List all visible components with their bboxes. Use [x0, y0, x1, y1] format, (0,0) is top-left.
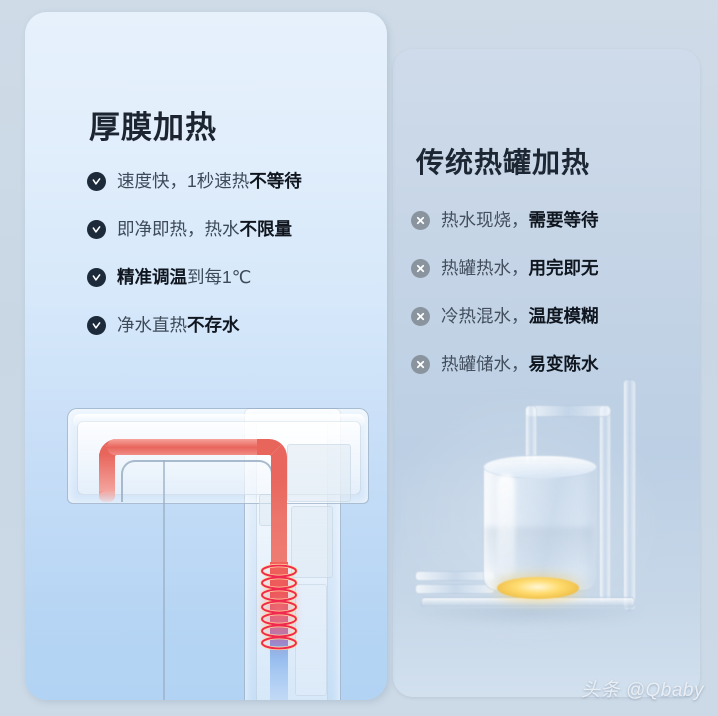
list-item-text: 热罐热水，用完即无 — [441, 257, 599, 278]
device-module-block — [287, 444, 351, 502]
cross-circle-icon — [411, 355, 430, 374]
hot-pipe-vertical — [271, 476, 287, 581]
text-normal: 热水现烧， — [441, 209, 529, 230]
list-item-text: 冷热混水，温度模糊 — [441, 305, 599, 326]
check-circle-icon — [87, 172, 106, 191]
text-bold-lead: 精准调温 — [117, 266, 187, 287]
text-normal: 冷热混水， — [441, 305, 529, 326]
right-feature-list: 热水现烧，需要等待 热罐热水，用完即无 冷热混水，温度模糊 热罐储水，易变陈水 — [411, 209, 599, 401]
tank-highlight — [497, 474, 515, 578]
panel-thick-film-heating: 厚膜加热 速度快，1秒速热不等待 即净即热，热水不限量 精准调温到每1℃ — [25, 12, 387, 700]
cross-circle-icon — [411, 259, 430, 278]
text-bold: 易变陈水 — [528, 353, 599, 374]
check-circle-icon — [87, 220, 106, 239]
list-item: 热水现烧，需要等待 — [411, 209, 599, 232]
hot-pipe-cool-section — [270, 646, 288, 700]
text-normal: 即净即热，热水 — [117, 218, 240, 239]
cross-circle-icon — [411, 307, 430, 326]
text-bold: 不限量 — [239, 218, 293, 239]
left-panel-title: 厚膜加热 — [89, 110, 217, 145]
text-bold: 不存水 — [187, 314, 240, 335]
text-normal: 热罐热水， — [441, 257, 529, 278]
tank-heating-plate — [497, 577, 579, 599]
right-panel-title: 传统热罐加热 — [416, 147, 591, 178]
check-circle-icon — [87, 268, 106, 287]
cold-water-downpipe — [163, 460, 273, 700]
check-circle-icon — [87, 316, 106, 335]
list-item-text: 净水直热不存水 — [117, 314, 240, 335]
list-item: 冷热混水，温度模糊 — [411, 305, 599, 328]
list-item-text: 即净即热，热水不限量 — [117, 218, 293, 239]
text-bold: 需要等待 — [528, 209, 599, 230]
device-top-glare — [73, 414, 365, 428]
panel-traditional-tank-heating: 传统热罐加热 热水现烧，需要等待 热罐热水，用完即无 冷热混水，温度模糊 — [393, 49, 700, 697]
list-item-text: 热水现烧，需要等待 — [441, 209, 599, 230]
tank-haze-overlay — [401, 379, 691, 669]
text-normal: 净水直热 — [117, 314, 187, 335]
text-bold: 用完即无 — [528, 257, 599, 278]
list-item-text: 热罐储水，易变陈水 — [441, 353, 599, 374]
list-item: 热罐热水，用完即无 — [411, 257, 599, 280]
text-normal: 热罐储水， — [441, 353, 529, 374]
list-item-text: 精准调温到每1℃ — [117, 266, 252, 287]
text-normal: 到每1℃ — [187, 266, 252, 287]
list-item: 速度快，1秒速热不等待 — [87, 170, 302, 193]
tank-outlet-tube — [623, 379, 636, 611]
heating-coil-icon — [260, 563, 298, 651]
text-normal: 速度快，1秒速热 — [117, 170, 250, 191]
list-item: 即净即热，热水不限量 — [87, 218, 302, 241]
list-item: 精准调温到每1℃ — [87, 266, 302, 289]
left-feature-list: 速度快，1秒速热不等待 即净即热，热水不限量 精准调温到每1℃ 净水直热不存水 — [87, 170, 302, 362]
watermark-text: 头条 @Qbaby — [580, 680, 704, 701]
list-item: 热罐储水，易变陈水 — [411, 353, 599, 376]
thick-film-heater-illustration — [51, 394, 387, 700]
list-item-text: 速度快，1秒速热不等待 — [117, 170, 302, 191]
text-bold: 温度模糊 — [528, 305, 599, 326]
cross-circle-icon — [411, 211, 430, 230]
device-valve-block — [291, 506, 333, 578]
traditional-tank-illustration — [401, 379, 691, 669]
hot-pipe-horizontal — [107, 439, 275, 455]
hot-pipe-left-riser — [99, 454, 115, 502]
list-item: 净水直热不存水 — [87, 314, 302, 337]
text-bold: 不等待 — [249, 170, 302, 191]
